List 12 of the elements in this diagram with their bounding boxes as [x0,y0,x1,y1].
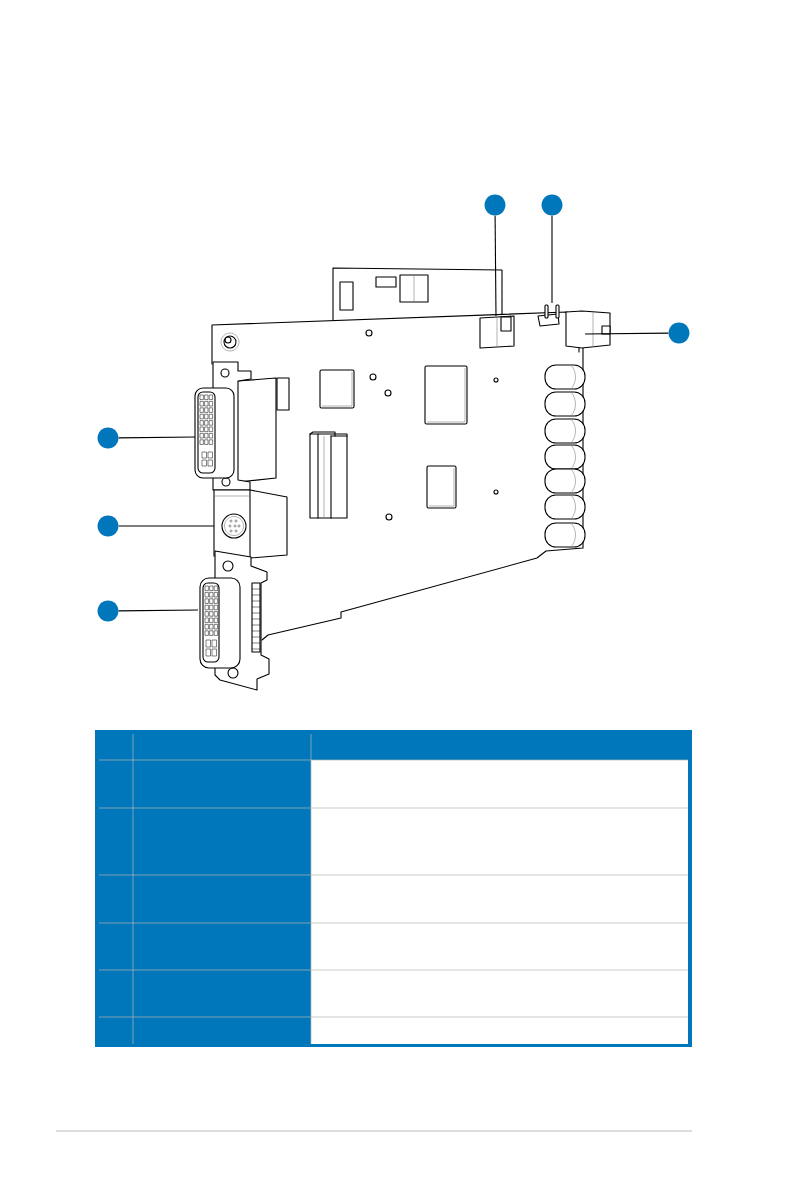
leader-line [494,215,497,317]
leader-line [118,436,196,439]
leader-line [118,525,215,527]
callout-dot [97,600,119,622]
leader-line [584,332,669,335]
callout-dot [484,194,506,216]
leader-line [118,609,199,612]
leader-line [551,215,553,304]
callout-dot [668,322,690,344]
callout-dot [97,427,119,449]
callout-dot [541,194,563,216]
callout-dot [97,515,119,537]
